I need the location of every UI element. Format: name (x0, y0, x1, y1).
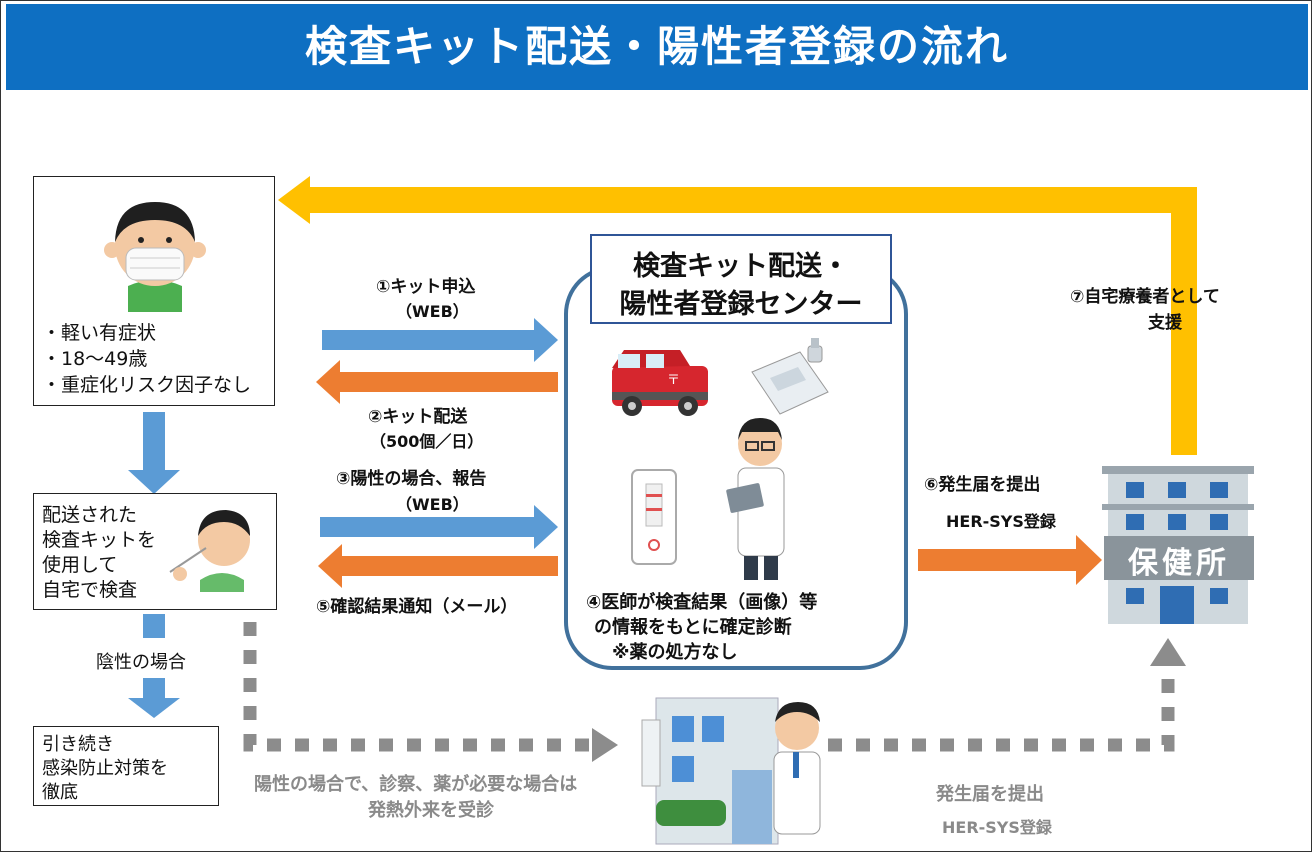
home-test-line-2: 検査キットを (42, 529, 157, 551)
home-test-line-3: 使用して (42, 554, 118, 576)
step6-sublabel: HER-SYS登録 (946, 512, 1056, 531)
step5-arrow-shaft (342, 556, 558, 576)
down-arrow-3-shaft (143, 678, 165, 700)
step2-label: ②キット配送 (368, 407, 468, 427)
center-title-line1: 検査キット配送・ (633, 251, 849, 282)
test-kit-icon (751, 338, 829, 415)
down-arrow-1-head (128, 470, 180, 494)
gray-dotted-to-health-center (828, 668, 1175, 752)
yellow-arrowhead (278, 176, 310, 224)
step3-arrowhead (534, 505, 558, 549)
clinic-report-line-1: 発生届を提出 (936, 784, 1044, 805)
clinic-note-line-2: 発熱外来を受診 (368, 800, 494, 821)
step4-line-3: ※薬の処方なし (612, 642, 738, 663)
continue-prevention-box (33, 726, 219, 806)
step1-label: ①キット申込 (376, 277, 476, 297)
patient-condition-2: ・18～49歳 (42, 348, 148, 370)
step6-arrow-shaft (918, 549, 1078, 571)
step3-label: ③陽性の場合、報告 (336, 469, 487, 489)
delivery-van-icon: 〒 (612, 350, 708, 416)
patient-condition-1: ・軽い有症状 (42, 322, 157, 344)
gray-arrowhead-health-center (1150, 638, 1186, 666)
home-test-line-1: 配送された (42, 504, 138, 526)
masked-person-icon (104, 202, 206, 312)
clinic-doctor-icon (773, 702, 821, 835)
step6-arrowhead (1076, 535, 1102, 585)
home-test-line-4: 自宅で検査 (42, 579, 138, 601)
clinic-note-line-1: 陽性の場合で、診察、薬が必要な場合は (254, 774, 578, 795)
clinic-building-icon (641, 697, 779, 845)
negative-case-label: 陰性の場合 (96, 652, 186, 673)
center-title-line2: 陽性者登録センター (619, 289, 863, 320)
step2-arrow-shaft (340, 372, 558, 392)
step5-label: ⑤確認結果通知（メール） (316, 597, 518, 617)
step1-sublabel: （WEB） (396, 302, 469, 321)
step2-arrowhead (316, 360, 340, 404)
down-arrow-1-shaft (143, 412, 165, 472)
step3-arrow-shaft (320, 517, 534, 537)
step5-arrowhead (318, 544, 342, 588)
continue-line-3: 徹底 (42, 782, 78, 803)
step1-arrowhead (534, 318, 558, 362)
page-title: 検査キット配送・陽性者登録の流れ (304, 22, 1009, 71)
step4-line-1: ④医師が検査結果（画像）等 (586, 592, 818, 613)
center-title-box: 検査キット配送・ 陽性者登録センター (590, 234, 892, 324)
doctor-with-tablet-icon (726, 418, 785, 580)
step1-arrow-shaft (322, 330, 534, 350)
yellow-support-arrow (300, 187, 1197, 455)
step6-label: ⑥発生届を提出 (924, 475, 1041, 495)
gray-dotted-to-clinic (243, 622, 590, 752)
step7-sublabel: 支援 (1148, 313, 1182, 333)
step4-line-2: の情報をもとに確定診断 (594, 617, 792, 638)
patient-condition-3: ・重症化リスク因子なし (42, 374, 252, 396)
svg-text:〒: 〒 (667, 373, 680, 388)
gray-arrowhead-clinic (592, 728, 618, 762)
step2-sublabel: （500個／日） (370, 432, 484, 451)
down-arrow-2-shaft (143, 614, 165, 638)
continue-line-1: 引き続き (42, 734, 114, 755)
clinic-report-line-2: HER-SYS登録 (942, 818, 1052, 837)
self-swab-person-icon (169, 510, 250, 592)
title-banner: 検査キット配送・陽性者登録の流れ (6, 4, 1308, 90)
continue-line-2: 感染防止対策を (42, 758, 168, 779)
down-arrow-3-head (128, 698, 180, 718)
step3-sublabel: （WEB） (396, 495, 469, 514)
positive-test-cassette-icon (631, 469, 677, 565)
health-center-building-icon (1102, 466, 1254, 624)
health-center-sign: 保健所 (1128, 546, 1230, 581)
step7-label: ⑦自宅療養者として (1070, 287, 1220, 307)
